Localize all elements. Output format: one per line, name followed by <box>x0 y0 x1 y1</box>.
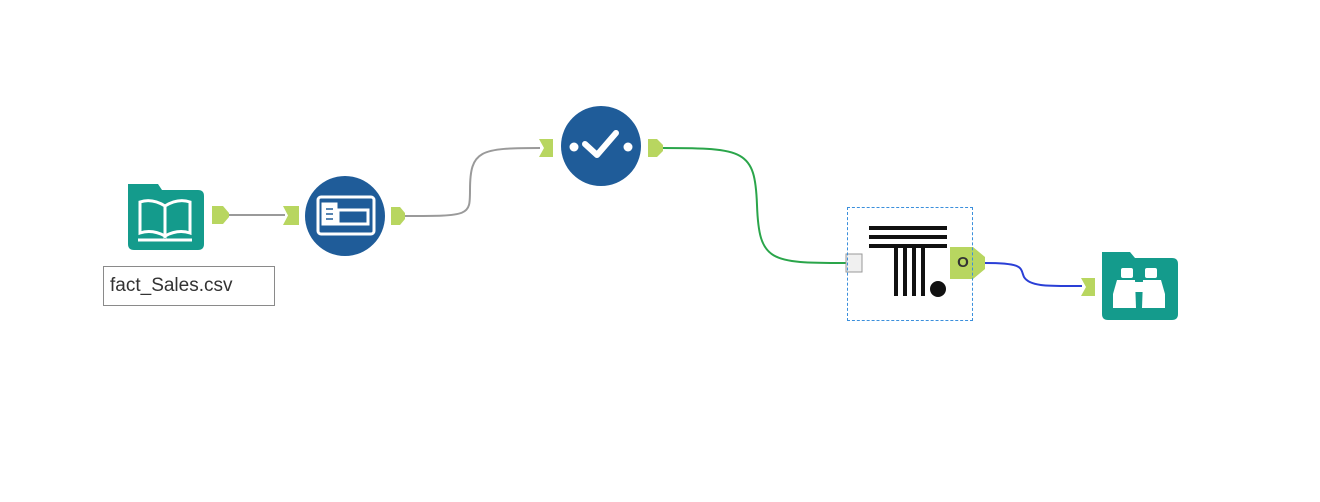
filter-tool-output-anchor[interactable] <box>648 139 663 157</box>
select-tool[interactable] <box>305 176 385 256</box>
select-tool-output-anchor[interactable] <box>391 207 405 225</box>
text-tool-selection-box <box>847 207 973 321</box>
book-glyph <box>138 199 192 242</box>
text-tool-input-anchor[interactable] <box>845 253 863 273</box>
binoculars-icon <box>1113 268 1165 308</box>
browse-tool-input-anchor[interactable] <box>1081 278 1095 296</box>
browse-tool[interactable] <box>1102 252 1178 320</box>
filter-tool[interactable] <box>561 106 641 186</box>
text-tool-output-anchor[interactable] <box>950 247 985 279</box>
text-to-columns-icon <box>869 226 947 297</box>
input-data-tool[interactable] <box>128 184 204 250</box>
connection-filter-to-text[interactable] <box>661 147 847 264</box>
input-tool-output-anchor[interactable] <box>212 206 229 224</box>
connection-text-to-browse[interactable] <box>984 262 1083 288</box>
text-to-columns-tool[interactable] <box>869 226 947 297</box>
input-tool-label: fact_Sales.csv <box>110 275 233 296</box>
filter-tool-input-anchor[interactable] <box>539 139 553 157</box>
select-tool-input-anchor[interactable] <box>283 206 299 225</box>
check-dots-icon <box>569 130 633 158</box>
text-tool-output-label: O <box>957 254 969 271</box>
connection-select-to-filter[interactable] <box>403 147 541 217</box>
input-tool-annotation[interactable]: fact_Sales.csv <box>103 266 275 306</box>
